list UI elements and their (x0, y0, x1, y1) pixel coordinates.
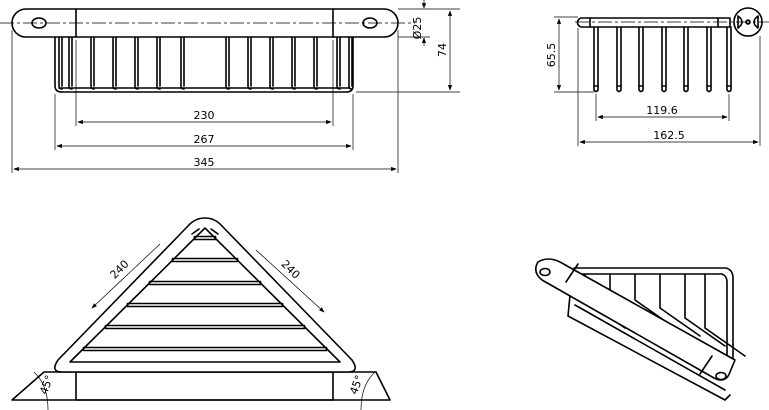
wire (58, 36, 63, 90)
side-view: 65.5 119.6 162.5 (545, 7, 769, 146)
wire (90, 36, 95, 90)
prong (593, 26, 599, 93)
wire (225, 36, 230, 90)
prong (661, 26, 667, 93)
basket-wires (54, 36, 354, 93)
dim-230: 230 (194, 109, 215, 122)
wire (247, 36, 252, 90)
side-bar (576, 17, 731, 28)
wire (156, 36, 161, 90)
dim-267: 267 (194, 133, 215, 146)
perspective-view (534, 258, 746, 401)
prong (683, 26, 689, 93)
wire (134, 36, 139, 90)
cross-wire (104, 324, 306, 330)
wall-bar (11, 8, 399, 38)
dim-119-6: 119.6 (646, 104, 678, 117)
wire (269, 36, 274, 90)
angle-45-right: 45° (347, 373, 366, 396)
prong (638, 26, 644, 93)
basket-wire (684, 273, 726, 347)
wire (313, 36, 318, 90)
dim-345: 345 (194, 156, 215, 169)
cross-wire (171, 257, 239, 263)
wire (336, 36, 341, 90)
dim-diameter: Ø25 (411, 17, 424, 40)
dim-240-right: 240 (278, 258, 302, 282)
wire (348, 36, 353, 90)
wire (112, 36, 117, 90)
dim-74: 74 (436, 43, 449, 57)
basket-wire (704, 273, 746, 357)
cross-wire (148, 280, 262, 286)
wire (291, 36, 296, 90)
prong (616, 26, 622, 93)
wire (180, 36, 185, 90)
dim-65-5: 65.5 (545, 43, 558, 68)
top-view: 240 240 45° 45° (11, 217, 391, 410)
dim-162-5: 162.5 (653, 129, 685, 142)
wire (68, 36, 73, 90)
prong (726, 26, 732, 93)
cross-wire (193, 235, 217, 241)
basket-wire (659, 273, 701, 337)
front-view: 230 267 345 Ø25 74 (0, 0, 460, 173)
prong (706, 26, 712, 93)
dim-240-left: 240 (108, 258, 132, 282)
angle-45-left: 45° (37, 373, 56, 396)
cross-wire (126, 302, 284, 308)
cross-wire (82, 346, 328, 352)
